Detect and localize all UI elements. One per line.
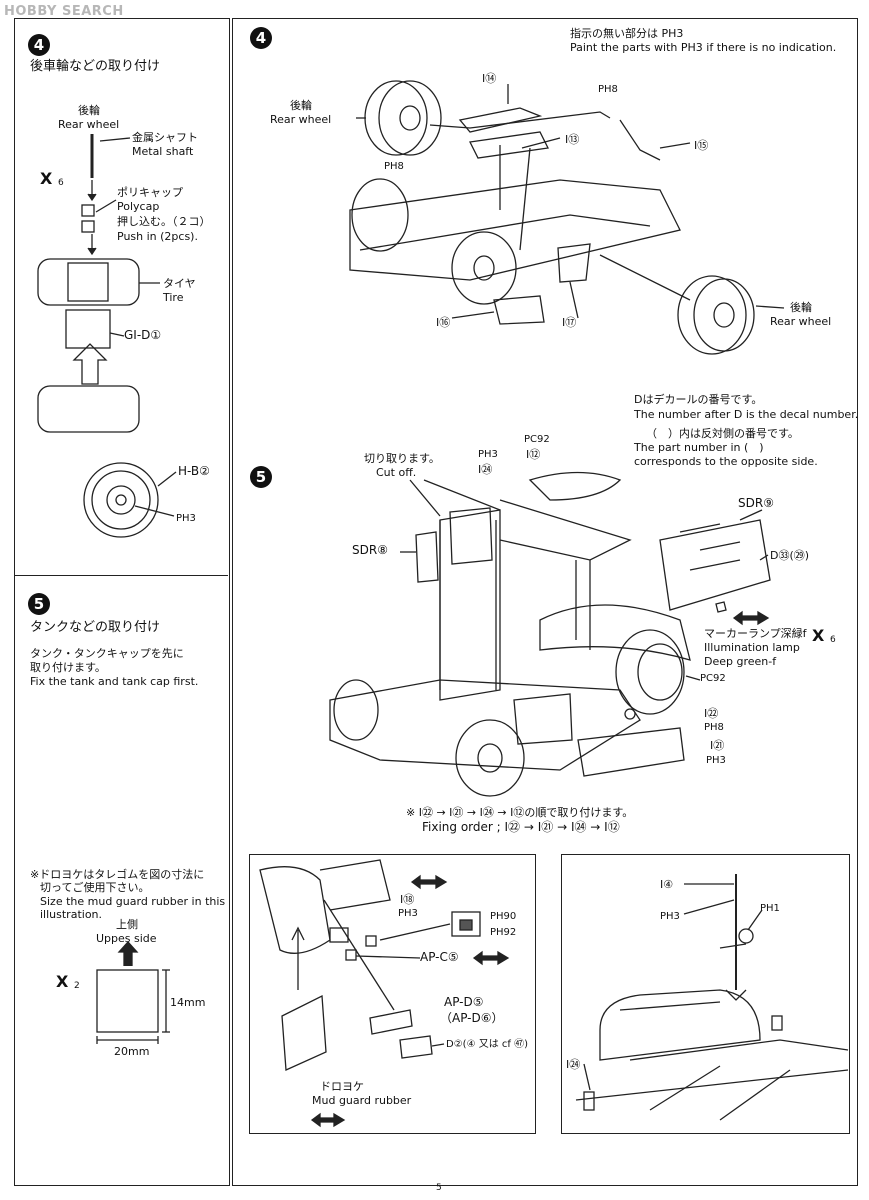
part-pc92-bottom: PC92 — [700, 673, 726, 684]
marker-lamp-en-2: Deep green-f — [704, 655, 777, 668]
step-4-badge-right: 4 — [250, 27, 272, 49]
step-5-badge-left: 5 — [28, 593, 50, 615]
decal-note-jp-1: Dはデカールの番号です。 — [634, 393, 763, 406]
tire-en: Tire — [163, 291, 184, 304]
part-ph3-step5: PH3 — [478, 449, 498, 460]
mudguard-height: 14mm — [170, 996, 206, 1009]
decal-note-en-1: The number after D is the decal number. — [634, 408, 859, 421]
x-mark-step5: X — [812, 626, 825, 645]
mudguard-note-en-2: illustration. — [40, 908, 103, 921]
part-i14: I⑭ — [482, 72, 497, 85]
part-ap-d6: （AP-D⑥） — [440, 1011, 504, 1025]
decal-note-en-2a: The part number in ( ) — [634, 441, 764, 454]
x-num-left: 6 — [58, 178, 64, 188]
part-i15: I⑮ — [694, 139, 709, 152]
page-number: 5 — [436, 1183, 442, 1193]
metal-shaft-en: Metal shaft — [132, 145, 194, 158]
part-pc92-top: PC92 — [524, 434, 550, 445]
step-4-badge-left: 4 — [28, 34, 50, 56]
rear-wheel-en: Rear wheel — [58, 118, 120, 131]
step-5-title-left: タンクなどの取り付け — [30, 620, 161, 635]
polycap-jp: ポリキャップ — [117, 186, 183, 199]
part-i18: I⑱ — [400, 893, 415, 906]
mudguard-note-en-1: Size the mud guard rubber in this — [40, 895, 226, 908]
rear-wheel-jp-top: 後輪 — [290, 99, 312, 112]
part-ph90: PH90 — [490, 911, 517, 922]
metal-shaft-jp: 金属シャフト — [132, 131, 198, 144]
part-sdr8: SDR⑧ — [352, 543, 388, 557]
watermark-word: SEARCH — [61, 4, 124, 19]
push-jp: 押し込む。（２コ） — [117, 215, 211, 228]
rear-wheel-en-top: Rear wheel — [270, 113, 332, 126]
right-panel — [232, 18, 858, 1186]
x-num-mudguard: 2 — [74, 981, 80, 991]
step-5-badge-right: 5 — [250, 466, 272, 488]
decal-note-jp-2: （ ）内は反対側の番号です。 — [646, 427, 799, 440]
part-sdr9: SDR⑨ — [738, 496, 774, 510]
tank-note-en: Fix the tank and tank cap first. — [30, 675, 199, 688]
watermark: HOBBY SEARCH — [4, 4, 124, 19]
left-divider — [14, 575, 228, 576]
part-ph3-step5b: PH3 — [706, 755, 726, 766]
part-ph3-antenna: PH3 — [660, 911, 680, 922]
mudguard-note-jp-2: 切ってご使用下さい。 — [40, 881, 150, 894]
mud-detail-box — [249, 854, 536, 1134]
mudguard-note-jp-1: ※ドロヨケはタレゴムを図の寸法に — [30, 868, 205, 881]
part-i16: I⑯ — [436, 316, 451, 329]
part-ph3-mud: PH3 — [398, 908, 418, 919]
part-d33: D㉝(㉙) — [770, 549, 810, 562]
part-ph8-left: PH8 — [384, 161, 404, 172]
part-ap-c5: AP-C⑤ — [420, 950, 459, 964]
tank-note-jp-1: タンク・タンクキャップを先に — [30, 647, 184, 660]
push-en: Push in (2pcs). — [117, 230, 198, 243]
part-ph3-left: PH3 — [176, 513, 196, 524]
x-mark-mudguard: X — [56, 972, 69, 991]
rear-wheel-jp: 後輪 — [78, 104, 100, 117]
part-i17: I⑰ — [562, 316, 577, 329]
part-ap-d5: AP-D⑤ — [444, 995, 484, 1009]
tire-jp: タイヤ — [163, 277, 196, 290]
fixing-order-jp: ※ I㉒ → I㉑ → I㉔ → I⑫の順で取り付けます。 — [406, 806, 634, 819]
cutoff-jp: 切り取ります。 — [364, 452, 440, 465]
part-h-b2: H-B② — [178, 464, 210, 478]
x-num-step5: 6 — [830, 635, 836, 645]
rear-wheel-en-bottom: Rear wheel — [770, 315, 832, 328]
marker-lamp-jp: マーカーランプ深緑f — [704, 627, 807, 640]
part-decal-d2: D②(④ 又は cf ㊼) — [446, 1039, 528, 1050]
part-i4: I④ — [660, 878, 674, 891]
tank-note-jp-2: 取り付けます。 — [30, 661, 106, 674]
part-ph92: PH92 — [490, 927, 517, 938]
upper-side-jp: 上側 — [116, 918, 138, 931]
fixing-order-en: Fixing order ; I㉒ → I㉑ → I㉔ → I⑫ — [422, 820, 620, 834]
part-ph8-top: PH8 — [598, 84, 618, 95]
part-i24-antenna: I㉔ — [566, 1058, 581, 1071]
cutoff-en: Cut off. — [376, 466, 417, 479]
part-i22: I㉒ — [704, 707, 719, 720]
part-i24-step5: I㉔ — [478, 463, 493, 476]
rear-wheel-jp-bottom: 後輪 — [790, 301, 812, 314]
part-i13: I⑬ — [565, 133, 580, 146]
mud-guard-jp: ドロヨケ — [320, 1080, 364, 1093]
polycap-en: Polycap — [117, 200, 160, 213]
marker-lamp-en-1: Illumination lamp — [704, 641, 800, 654]
part-ph8-step5: PH8 — [704, 722, 724, 733]
left-panel — [14, 18, 230, 1186]
part-ph1: PH1 — [760, 903, 780, 914]
step-4-title-left: 後車輪などの取り付け — [30, 59, 161, 74]
antenna-detail-box — [561, 854, 850, 1134]
part-gi-d1: GI-D① — [124, 328, 162, 342]
decal-note-en-2b: corresponds to the opposite side. — [634, 455, 818, 468]
part-i21: I㉑ — [710, 739, 725, 752]
mudguard-width: 20mm — [114, 1045, 150, 1058]
paint-note-jp: 指示の無い部分は PH3 — [570, 27, 684, 40]
upper-side-en: Uppes side — [96, 932, 157, 945]
paint-note-en: Paint the parts with PH3 if there is no … — [570, 41, 837, 54]
x-mark-left: X — [40, 169, 53, 188]
part-i12: I⑫ — [526, 448, 541, 461]
mud-guard-en: Mud guard rubber — [312, 1094, 412, 1107]
